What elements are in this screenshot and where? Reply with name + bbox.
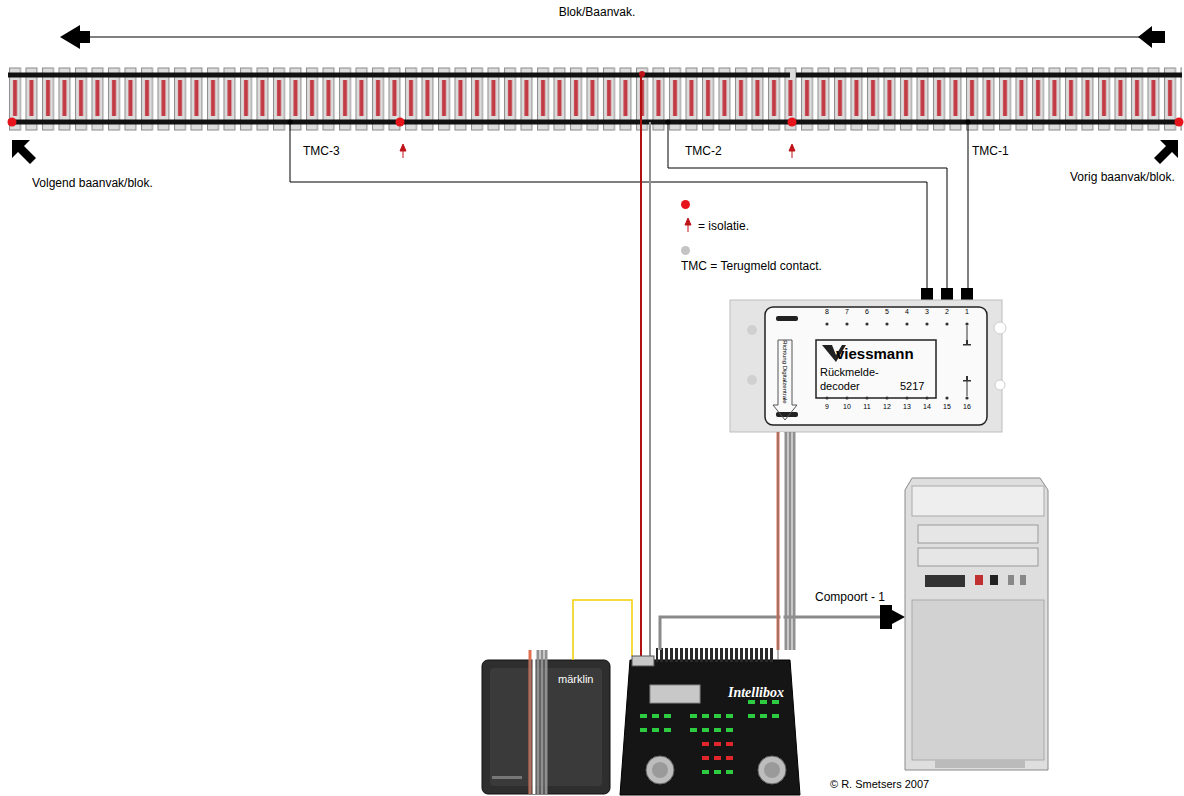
brand-name: märklin	[558, 672, 593, 686]
wire	[537, 650, 540, 794]
copyright: © R. Smetsers 2007	[830, 778, 929, 791]
wire	[533, 650, 536, 794]
previous-block-label: Vorig baanvak/blok.	[1070, 170, 1175, 184]
pin-number: 13	[903, 402, 911, 411]
wire	[530, 660, 531, 794]
pin-number: 4	[905, 307, 909, 316]
transformer: märklin	[482, 660, 610, 794]
contact-label: TMC-3	[303, 144, 340, 158]
next-block-label: Volgend baanvak/blok.	[32, 176, 153, 190]
cable	[530, 650, 546, 794]
pin-number: 5	[885, 307, 889, 316]
wire	[545, 650, 548, 794]
wire	[789, 432, 792, 650]
direction-note: Richtung Digitalzentrale	[781, 340, 789, 403]
device-name: Intellibox	[728, 684, 784, 701]
pin-number: 10	[843, 402, 851, 411]
pin-number: 2	[945, 307, 949, 316]
pin-number: 6	[865, 307, 869, 316]
pin-number: 7	[845, 307, 849, 316]
wire	[778, 432, 779, 660]
wire	[793, 432, 796, 650]
pin-number: 14	[923, 402, 931, 411]
pin-number: 3	[925, 307, 929, 316]
pin-number: 1	[965, 307, 969, 316]
pin-number: 16	[963, 402, 971, 411]
legend-swatch	[681, 246, 690, 255]
wire	[781, 432, 784, 650]
wire	[541, 650, 544, 794]
brand-name: viessmann	[836, 345, 914, 363]
pin-number: 12	[883, 402, 891, 411]
wire	[529, 650, 532, 794]
pin-number: 9	[825, 402, 829, 411]
device-name: Rückmelde- decoder	[820, 365, 898, 393]
port-label: Compoort - 1	[815, 590, 885, 604]
digital-central: Intellibox	[620, 660, 800, 795]
pin-number: 11	[863, 402, 870, 411]
block-label: Blok/Baanvak.	[559, 5, 636, 19]
feedback-decoder: viessmannRückmelde- decoder5217	[730, 300, 1002, 432]
contact-label: TMC-1	[972, 144, 1009, 158]
wire	[785, 432, 788, 650]
pin-number: 15	[943, 402, 951, 411]
model-number: 5217	[900, 379, 924, 393]
legend-text: = isolatie.	[698, 219, 749, 233]
pin-number: 8	[825, 307, 829, 316]
legend-swatch	[681, 200, 690, 209]
legend-text: TMC = Terugmeld contact.	[681, 259, 822, 273]
contact-label: TMC-2	[685, 144, 722, 158]
cable	[778, 432, 794, 660]
